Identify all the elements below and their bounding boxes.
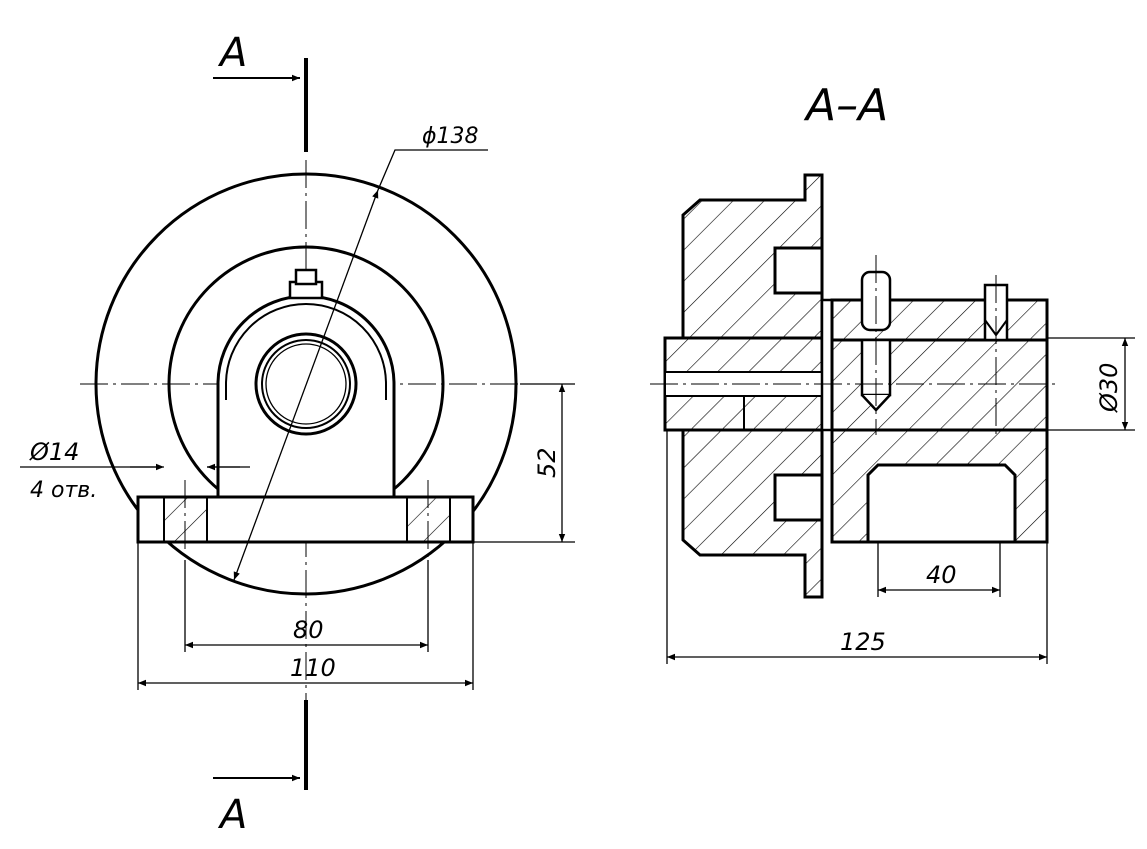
dim-outer-diameter: ϕ138 (422, 124, 479, 149)
dim-hole-diameter: Ø14 (29, 438, 79, 466)
outer-circle (94, 172, 518, 596)
section-marker-top: A (213, 30, 308, 152)
section-title: A–A (803, 80, 888, 131)
dim-overall-length: 125 (840, 628, 886, 656)
front-view: ϕ138 Ø14 4 отв. 52 80 110 (20, 124, 575, 700)
dim-height: 52 (533, 447, 561, 478)
section-letter-top: A (217, 30, 247, 76)
section-view: A–A Ø30 40 (650, 80, 1135, 664)
dim-base-width: 110 (290, 654, 336, 682)
section-letter-bottom: A (217, 792, 247, 838)
dim-hole-spacing: 80 (293, 616, 324, 644)
dim-cavity-width: 40 (926, 561, 957, 589)
hole-count-label: 4 отв. (30, 478, 97, 503)
dim-bore-diameter: Ø30 (1095, 363, 1123, 413)
section-marker-bottom: A (213, 700, 308, 838)
